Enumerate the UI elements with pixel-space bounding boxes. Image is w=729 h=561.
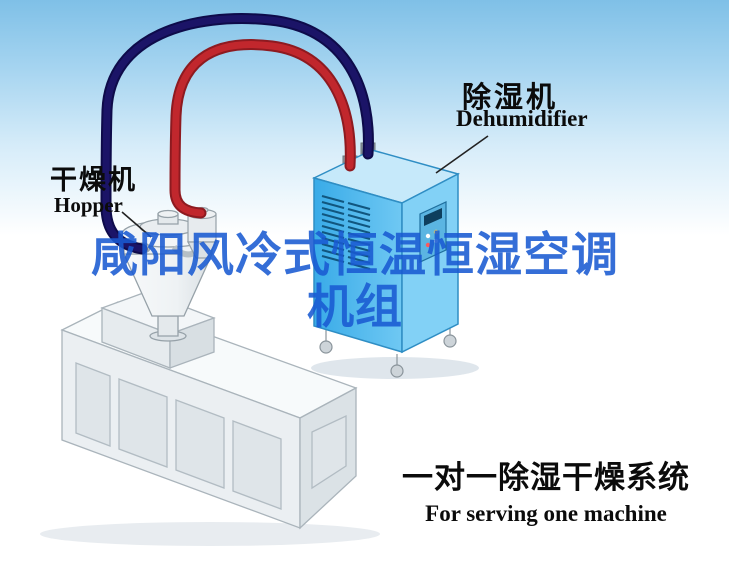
dehumidifier-label-cn: 除湿机 xyxy=(462,80,559,114)
dehumidifier-label-en: Dehumidifier xyxy=(456,106,588,131)
supply-hose-red xyxy=(171,41,354,217)
pointer-lines xyxy=(121,135,489,238)
hopper-neck xyxy=(157,315,179,337)
vent-grille xyxy=(321,194,371,271)
extruder-machine xyxy=(40,291,380,546)
machine-shadow xyxy=(40,522,380,546)
dryer-label-en: Hopper xyxy=(54,193,123,217)
machine-panel xyxy=(118,378,168,468)
control-button xyxy=(433,229,439,235)
control-panel-display xyxy=(424,208,442,226)
control-button xyxy=(433,238,439,244)
caster-wheel xyxy=(390,364,404,378)
control-button xyxy=(425,242,431,248)
caption-block: 一对一除湿干燥系统 For serving one machine xyxy=(395,452,697,527)
control-button xyxy=(425,233,431,239)
caster-wheels xyxy=(319,326,457,378)
dehumidifier-unit xyxy=(311,142,479,379)
return-hose-navy xyxy=(102,15,372,253)
caption-en: For serving one machine xyxy=(425,501,667,526)
loader-cone xyxy=(187,241,217,259)
machine-step-side xyxy=(169,317,215,369)
machine-panel xyxy=(175,399,225,489)
machine-panel xyxy=(232,420,282,510)
machine-panels xyxy=(75,362,347,510)
dehumidifier-side-face xyxy=(401,172,459,354)
dehumidifier-pointer-line xyxy=(435,135,489,174)
hopper-pointer-line xyxy=(121,211,152,238)
caption-cn: 一对一除湿干燥系统 xyxy=(402,460,690,496)
hopper-cap xyxy=(157,209,179,219)
caster-wheel xyxy=(443,334,457,348)
caster-wheel xyxy=(319,340,333,354)
machine-panel xyxy=(311,414,347,490)
machine-panel xyxy=(75,362,111,447)
control-panel xyxy=(419,201,447,263)
dryer-label-cn: 干燥机 xyxy=(50,165,137,196)
hoses xyxy=(100,13,374,255)
